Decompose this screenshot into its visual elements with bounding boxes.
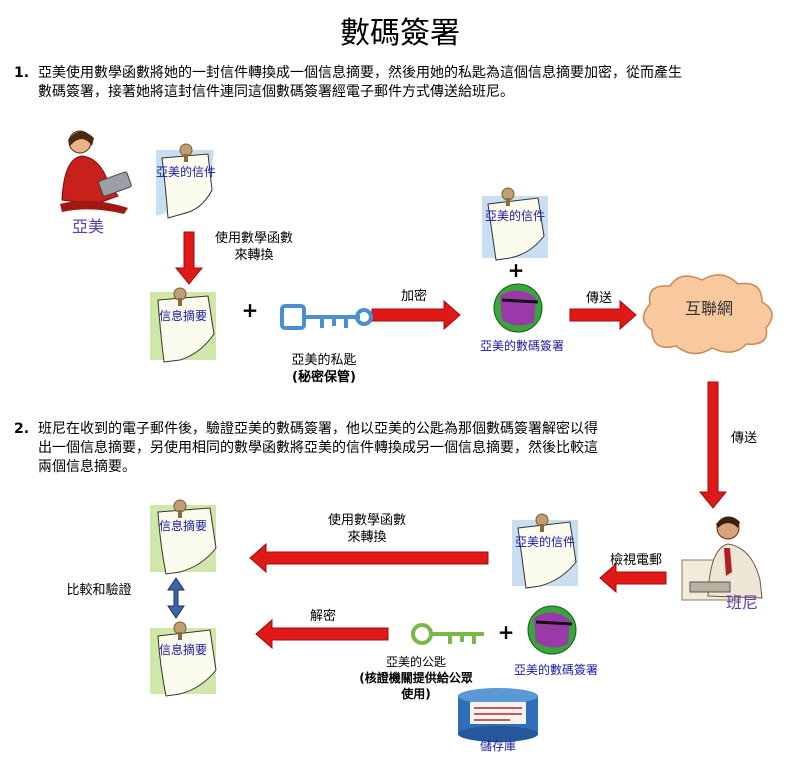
amy-name: 亞美 [71, 217, 104, 236]
digital-signature-label-top: 亞美的數碼簽署 [479, 339, 564, 353]
plus-sign-1: + [241, 298, 259, 322]
digest-label-bottom-lower: 信息摘要 [158, 643, 207, 657]
digest-note-bottom-lower [150, 621, 217, 697]
red-arrows [174, 231, 728, 650]
send-label-2: 傳送 [730, 431, 757, 446]
arrow-convert-2 [249, 542, 489, 574]
plus-sign-3: + [497, 620, 515, 644]
repository-icon [458, 688, 538, 742]
digest-note-bottom-upper [150, 499, 217, 575]
amy-figure [60, 130, 132, 214]
amy-letter-label-mid: 亞美的信件 [484, 209, 545, 223]
step1-line1: 亞美使用數學函數將她的一封信件轉換成一個信息摘要，然後用她的私匙為這個信息摘要加… [38, 65, 682, 81]
decrypt-label: 解密 [309, 609, 336, 624]
private-key-icon [280, 304, 373, 330]
arrow-check-email [599, 562, 667, 594]
convert-label-top: 使用數學函數 來轉換 [214, 231, 293, 263]
convert-label-bottom: 使用數學函數 來轉換 [327, 513, 406, 545]
digital-signature-icon-top [493, 283, 543, 333]
step2-line3: 兩個信息摘要。 [38, 459, 136, 475]
step1-number: 1. [14, 65, 30, 81]
amy-letter-note-top [156, 143, 214, 219]
check-email-label: 檢視電郵 [609, 553, 662, 568]
digital-signature-icon-bottom [527, 605, 577, 655]
amy-letter-note-bottom [512, 513, 578, 589]
step2-line2: 出一個信息摘要，另使用相同的數學函數將亞美的信件轉換成另一個信息摘要，然後比較這 [38, 440, 598, 456]
public-key-label: 亞美的公匙 (核證機關提供給公眾 使用) [359, 655, 473, 701]
repository-label: 儲存庫 [479, 739, 516, 753]
internet-label: 互聯網 [684, 299, 733, 318]
step2-line1: 班尼在收到的電子郵件後，驗證亞美的數碼簽署，他以亞美的公匙為那個數碼簽署解密以得 [38, 421, 598, 437]
plus-sign-2: + [507, 258, 525, 282]
send-label-1: 傳送 [585, 291, 612, 306]
arrow-decrypt [255, 618, 389, 650]
arrow-down-1 [174, 231, 204, 285]
internet-cloud-icon [642, 274, 773, 355]
digest-note-top [150, 287, 216, 363]
digital-signature-label-bottom: 亞美的數碼簽署 [513, 663, 598, 677]
step1-line2: 數碼簽署，接著她將這封信件連同這個數碼簽署經電子郵件方式傳送給班尼。 [38, 84, 514, 100]
encrypt-label: 加密 [400, 289, 427, 304]
amy-letter-note-mid [482, 187, 548, 261]
compare-double-arrow [167, 577, 185, 619]
amy-letter-label-bottom: 亞美的信件 [514, 535, 575, 549]
public-key-icon [411, 623, 484, 645]
arrow-down-2 [698, 381, 728, 509]
benny-name: 班尼 [725, 593, 758, 612]
step2-number: 2. [14, 421, 30, 437]
private-key-label: 亞美的私匙 (秘密保管) [291, 353, 357, 385]
digest-label-top: 信息摘要 [158, 309, 207, 323]
amy-letter-label-top: 亞美的信件 [156, 165, 217, 179]
arrow-encrypt [371, 299, 461, 331]
arrow-send-1 [569, 299, 637, 331]
step2-text: 班尼在收到的電子郵件後，驗證亞美的數碼簽署，他以亞美的公匙為那個數碼簽署解密以得… [38, 420, 678, 477]
step1-text: 亞美使用數學函數將她的一封信件轉換成一個信息摘要，然後用她的私匙為這個信息摘要加… [38, 64, 788, 102]
compare-verify-label: 比較和驗證 [66, 583, 132, 598]
page-title: 數碼簽署 [340, 16, 460, 51]
benny-figure [681, 516, 763, 601]
digest-label-bottom-upper: 信息摘要 [158, 519, 207, 533]
